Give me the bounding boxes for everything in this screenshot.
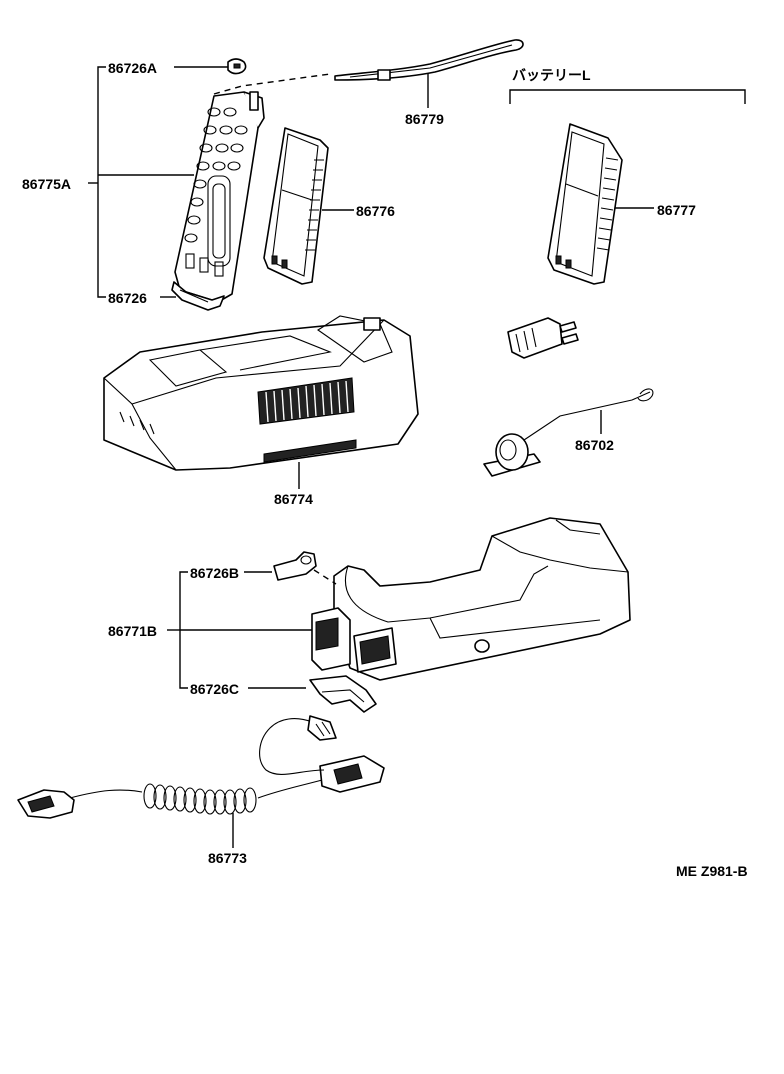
battery-86776	[263, 127, 329, 285]
label-86771B: 86771B	[108, 623, 157, 639]
sensor-86702	[483, 388, 654, 477]
label-86726C: 86726C	[190, 681, 239, 697]
label-86777: 86777	[657, 202, 696, 218]
latch-86726B	[273, 551, 317, 581]
coiled-cord-86773	[17, 715, 385, 819]
label-86775A: 86775A	[22, 176, 71, 192]
leader-lines	[88, 66, 746, 848]
battery-L-86777	[547, 123, 623, 285]
charger-vent-grille	[257, 377, 355, 425]
reference-code: ME Z981-B	[676, 863, 748, 879]
label-86726B: 86726B	[190, 565, 239, 581]
clip-86726	[171, 281, 225, 311]
label-86726A: 86726A	[108, 60, 157, 76]
power-cord	[417, 317, 579, 374]
label-86779: 86779	[405, 111, 444, 127]
label-86726: 86726	[108, 290, 147, 306]
handset-cover-86775A	[174, 91, 265, 303]
holder-86771B	[311, 517, 631, 681]
clip-86726C	[309, 675, 377, 713]
label-86776: 86776	[356, 203, 395, 219]
label-86773: 86773	[208, 850, 247, 866]
label-battery-l: バッテリーL	[512, 67, 591, 83]
screw-86726A	[227, 58, 247, 75]
label-86702: 86702	[575, 437, 614, 453]
charger-86774	[103, 315, 419, 471]
strap-86779	[334, 39, 524, 81]
label-86774: 86774	[274, 491, 313, 507]
